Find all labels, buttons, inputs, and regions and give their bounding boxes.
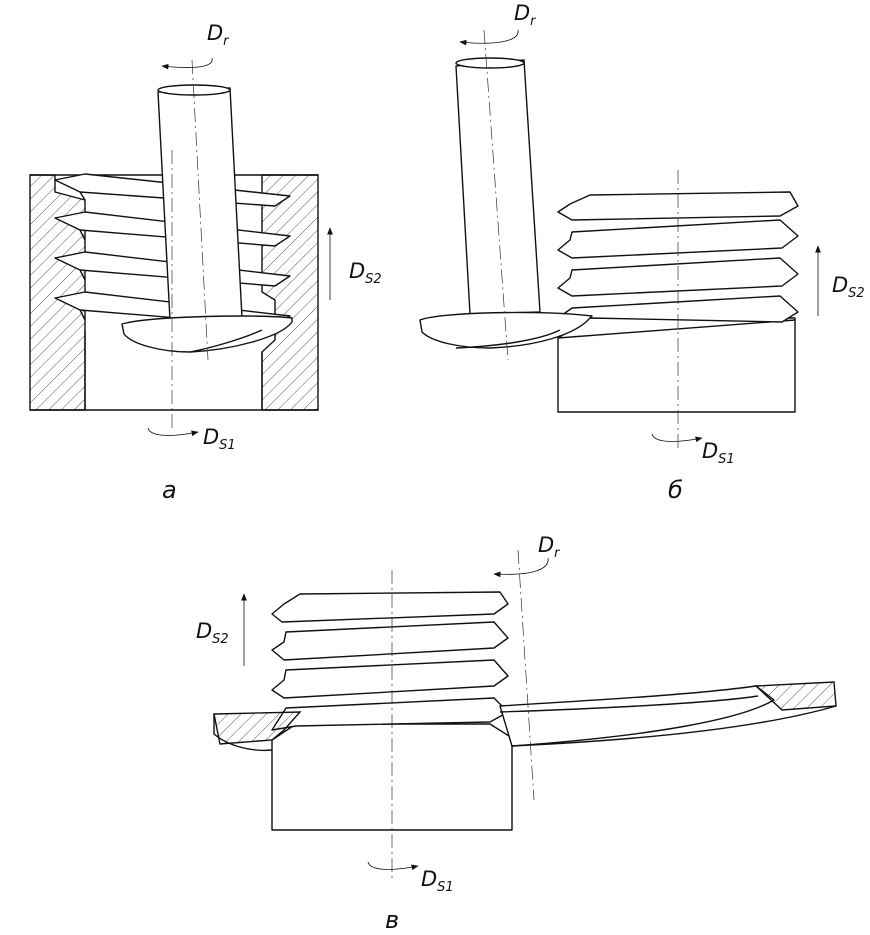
label-dr-a: Dr — [207, 21, 230, 49]
housing-left-wall — [29, 174, 86, 411]
cutter-disk — [499, 685, 775, 747]
tool-cylinder-b — [419, 57, 593, 349]
label-dr-b: Dr — [514, 1, 537, 29]
bolt-body-b — [557, 317, 796, 413]
rotation-arrow-ds1-c — [367, 861, 419, 871]
rotation-arrow-dr-b — [459, 29, 519, 46]
caption-v: в — [385, 906, 399, 934]
cutter-right-hatch — [754, 681, 837, 711]
figure-b: Dr DS1 DS2 б — [419, 1, 865, 504]
label-ds2-c: DS2 — [196, 619, 229, 647]
rotation-arrow-ds1-a — [147, 427, 199, 437]
housing-right-wall — [261, 174, 319, 411]
rotation-arrow-dr-a — [161, 57, 213, 70]
cutter-left-hatch — [213, 711, 302, 745]
label-ds2-b: DS2 — [832, 273, 865, 301]
label-ds2-a: DS2 — [349, 259, 382, 287]
external-thread-c — [271, 591, 509, 731]
figure-a: Dr DS1 DS2 а — [29, 21, 382, 504]
rotation-arrow-ds1-b — [651, 433, 703, 443]
rotation-arrow-dr-c — [493, 557, 549, 578]
figure-c: Dr DS1 DS2 в — [196, 533, 837, 934]
caption-a: а — [162, 476, 177, 504]
label-dr-c: Dr — [538, 533, 561, 561]
label-ds1-b: DS1 — [702, 439, 735, 467]
caption-b: б — [668, 476, 683, 504]
label-ds1-a: DS1 — [203, 425, 236, 453]
label-ds1-c: DS1 — [421, 867, 454, 895]
